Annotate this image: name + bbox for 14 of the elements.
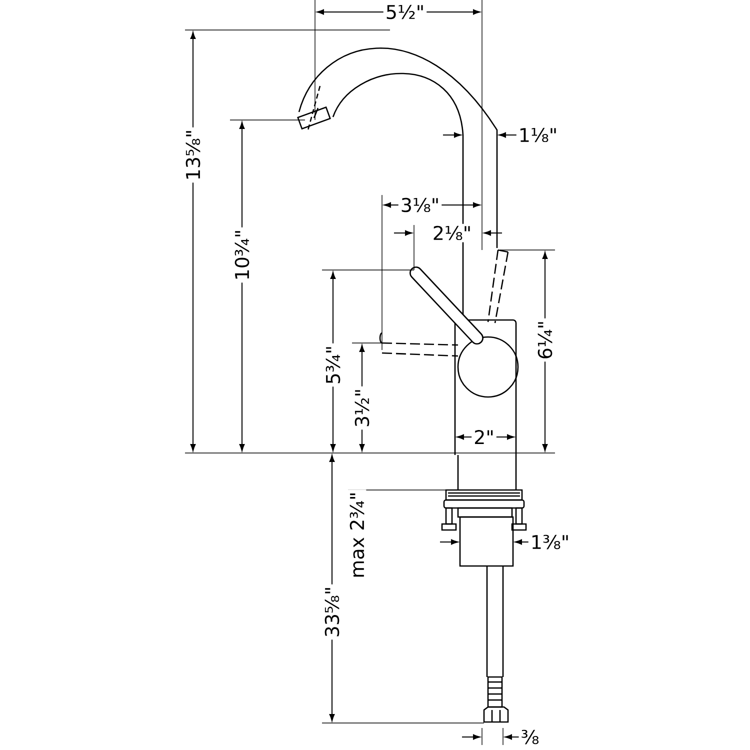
dimension-label: 13⅝" <box>184 127 202 183</box>
dimension-label: 5½" <box>383 2 427 22</box>
dimension-label: 5¾" <box>324 343 342 387</box>
dimension-label: 2⅛" <box>430 224 474 242</box>
dimension-label: 10¾" <box>232 227 252 283</box>
dimension-label: 3½" <box>352 386 372 430</box>
dimension-label: 1⅜" <box>528 532 572 552</box>
dimension-label: 6¼" <box>536 318 554 362</box>
dimension-label: 1⅛" <box>516 126 560 144</box>
dimension-label: 33⅝" <box>322 584 342 640</box>
dimension-label: 2" <box>472 428 496 446</box>
dimension-label: max 2¾" <box>348 490 366 580</box>
dimension-label: 3⅛" <box>398 196 442 214</box>
dimension-label: ⅜ <box>518 728 542 746</box>
